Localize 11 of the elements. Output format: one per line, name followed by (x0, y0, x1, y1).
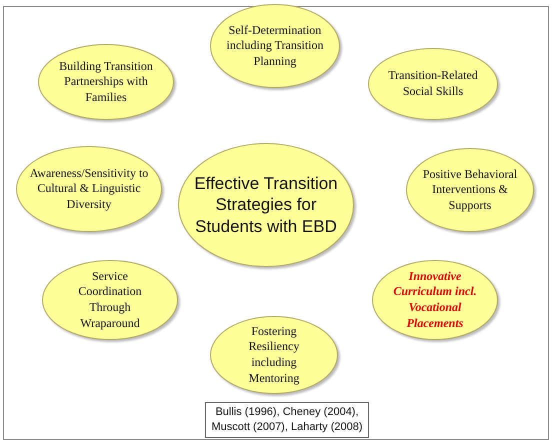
topic-text: Building Transition Partnerships with Families (58, 58, 154, 106)
topic-text: Transition-Related Social Skills (387, 68, 479, 100)
citation-text: Bullis (1996), Cheney (2004), Muscott (2007), Laharty (2008) (210, 405, 364, 435)
topic-text: Positive Behavioral Interventions & Supports (422, 166, 518, 214)
topic-text: Effective Transition Strategies for Students with EBD (193, 173, 339, 237)
topic-text: Self-Determination including Transition Planning (225, 22, 324, 70)
topic-text: Innovative Curriculum incl. Vocational Placements (392, 268, 478, 332)
topic-text: Service Coordination Through Wraparound (77, 268, 143, 332)
topic-text: Fostering Resiliency including Mentoring (248, 324, 300, 386)
citation-box (205, 402, 369, 438)
topic-text: Awareness/Sensitivity to Cultural & Linguistic Diversity (29, 166, 149, 212)
